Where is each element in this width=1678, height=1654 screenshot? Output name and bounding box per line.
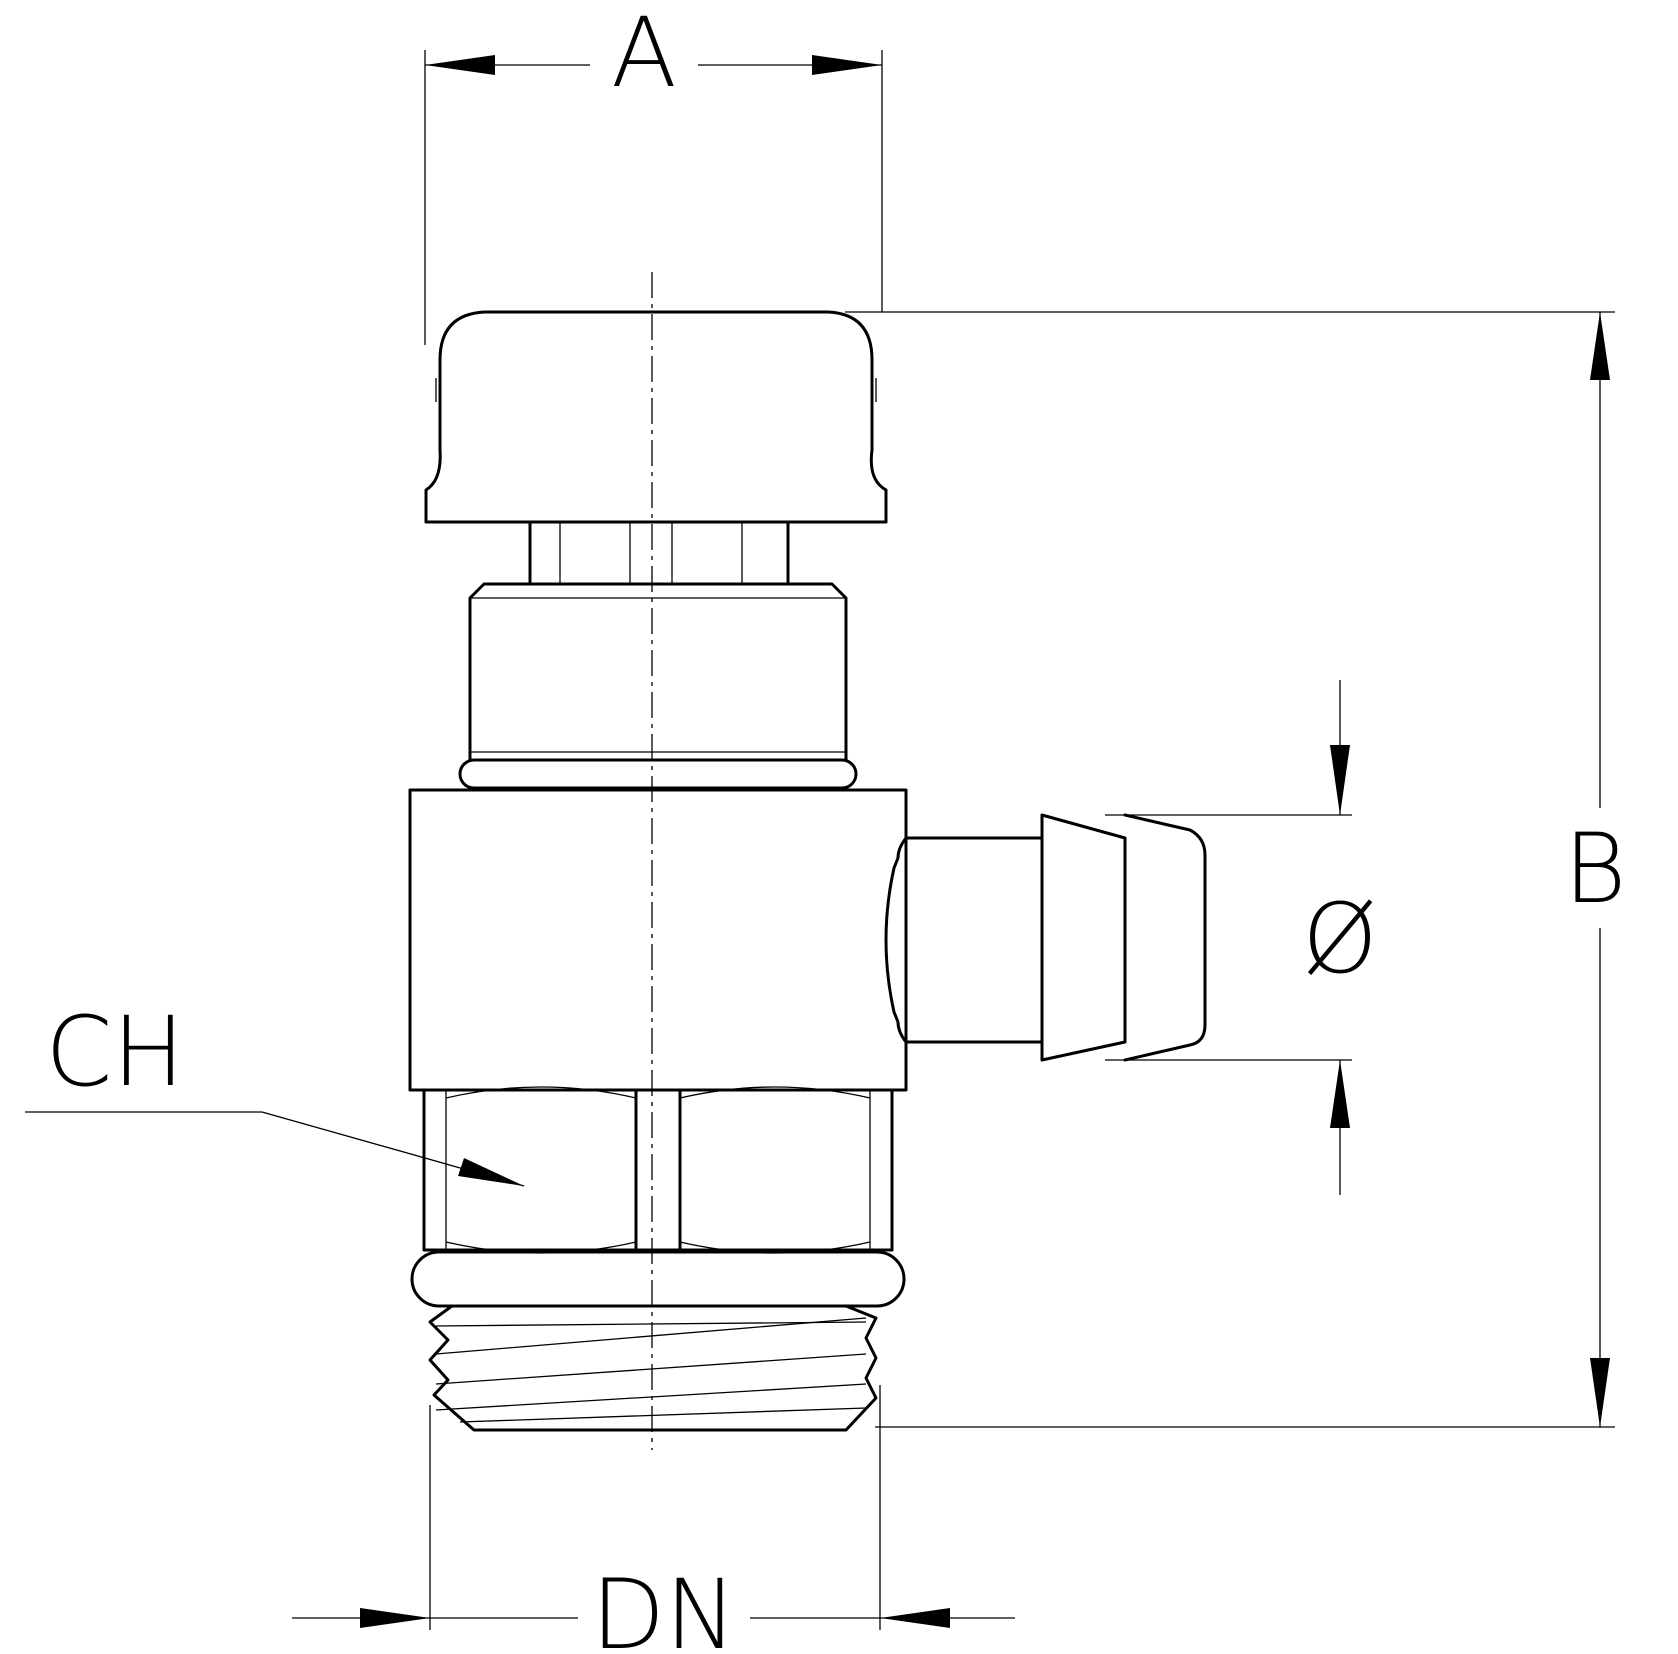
valve-stem — [528, 520, 790, 586]
hex-nut — [422, 1086, 894, 1254]
arrow-diameter-top — [1330, 745, 1350, 815]
arrow-a-left — [425, 55, 495, 75]
label-a: A — [611, 0, 677, 109]
dimension-diameter: Ø — [1105, 680, 1378, 1195]
valve-cap — [424, 310, 888, 524]
label-diameter: Ø — [1302, 883, 1378, 995]
arrow-a-right — [812, 55, 882, 75]
dimension-b: B — [845, 311, 1627, 1428]
valve-bonnet — [458, 582, 858, 790]
arrow-diameter-bottom — [1330, 1060, 1350, 1128]
thread — [428, 1304, 878, 1432]
arrow-ch — [458, 1158, 524, 1186]
dimension-dn: DN — [292, 1385, 1015, 1654]
dimension-a: A — [424, 0, 883, 345]
arrow-dn-right — [880, 1608, 950, 1628]
label-dn: DN — [591, 1559, 737, 1654]
valve-body — [408, 788, 908, 1092]
collar-ring — [410, 1250, 906, 1308]
hose-nozzle — [884, 813, 1207, 1062]
arrow-b-bottom — [1590, 1358, 1610, 1427]
label-b: B — [1564, 813, 1627, 925]
hex-leader: CH — [25, 996, 525, 1187]
arrow-b-top — [1590, 312, 1610, 380]
arrow-dn-left — [360, 1608, 430, 1628]
label-ch: CH — [45, 996, 184, 1108]
